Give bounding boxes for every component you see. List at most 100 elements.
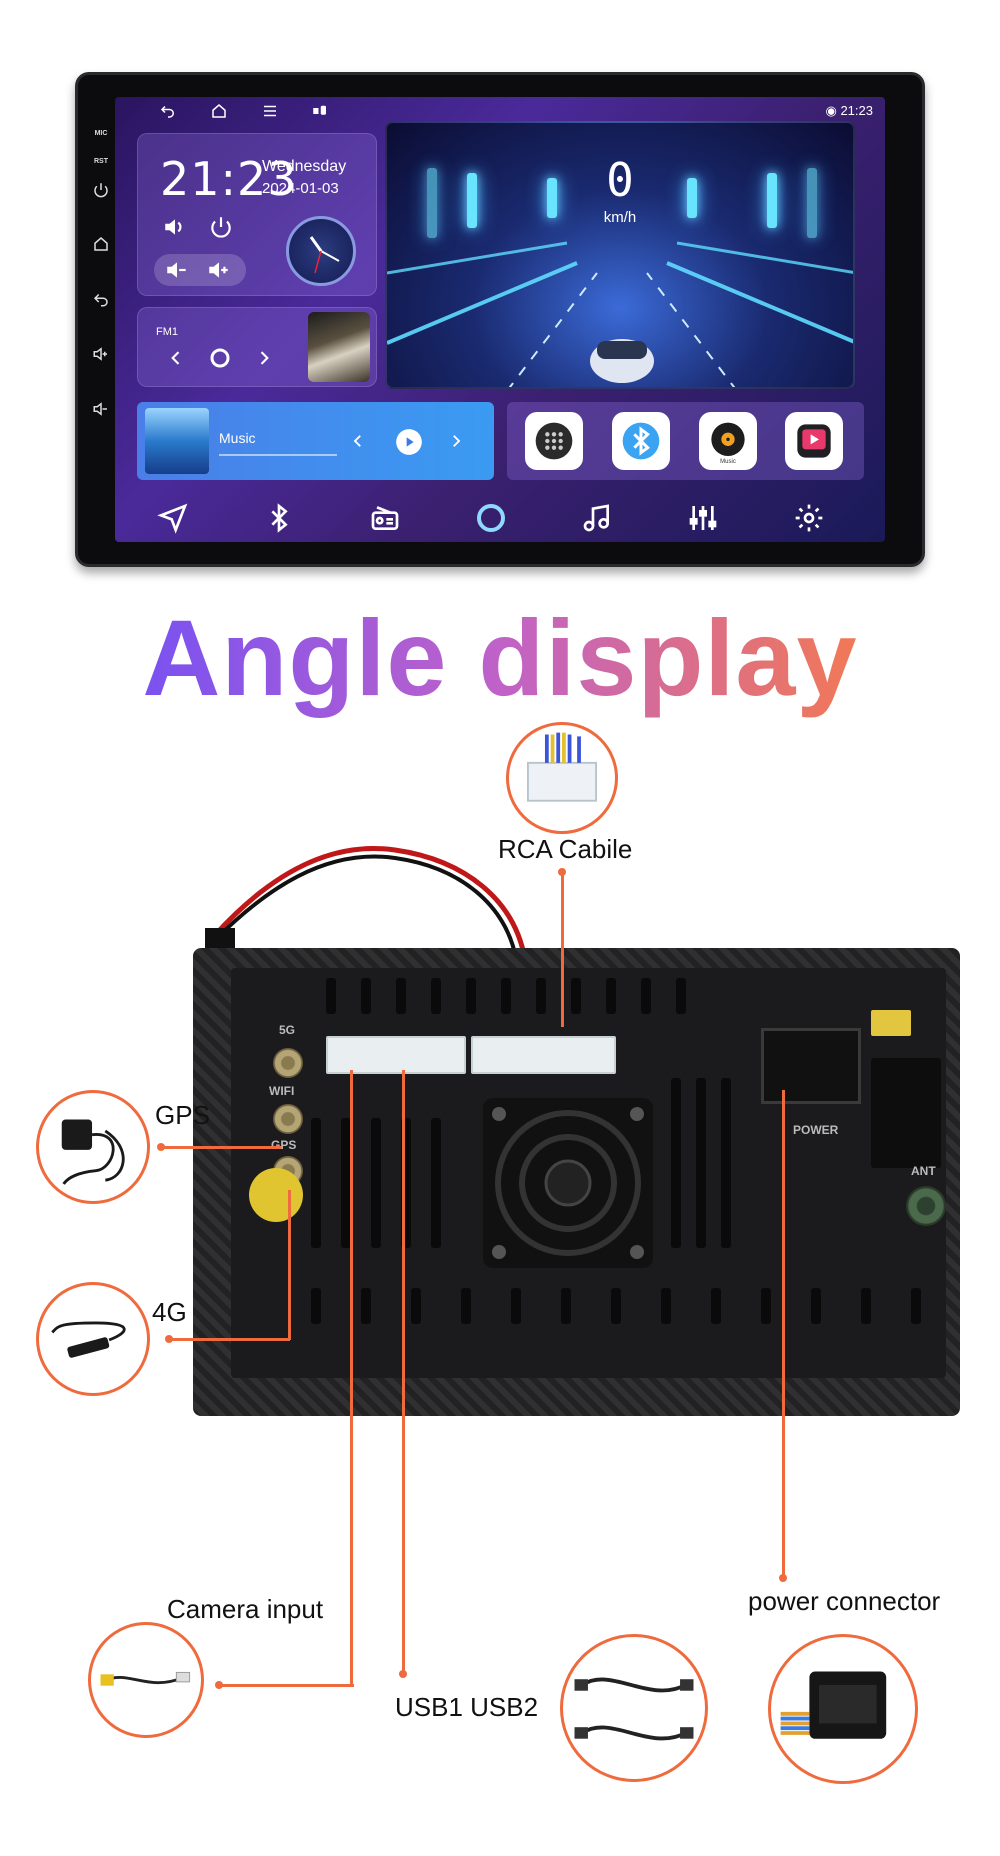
radio-icon[interactable] [369, 502, 401, 534]
vent-slot [611, 1288, 621, 1324]
camera-input-label: Camera input [167, 1594, 324, 1624]
gps-antenna-icon [61, 1119, 125, 1185]
rca-plug-icon [526, 732, 598, 802]
gps-port-label: GPS [271, 1138, 297, 1152]
play-icon[interactable] [395, 428, 423, 456]
gps-leader-line [160, 1146, 281, 1149]
power-port [761, 1028, 861, 1104]
vent-slot [811, 1288, 821, 1324]
home-icon[interactable] [210, 102, 228, 120]
home-icon [94, 237, 108, 251]
vent-slot [311, 1118, 321, 1248]
4g-leader-dot [165, 1335, 173, 1343]
mic-label: MIC [94, 130, 108, 137]
back-side-button[interactable] [86, 290, 116, 310]
5g-port-label: 5G [279, 1023, 296, 1037]
usb-label: USB1 USB2 [395, 1692, 539, 1722]
tunnel-light [807, 168, 817, 238]
car-icon [590, 339, 654, 383]
home-circle-icon[interactable] [475, 502, 507, 534]
rca-cable-label: RCA Cabile [498, 834, 633, 864]
usb-cable-icon [574, 1677, 694, 1741]
volume-pill [154, 254, 246, 286]
vent-slot [411, 1288, 421, 1324]
video-app[interactable] [785, 412, 843, 470]
back-icon[interactable] [159, 102, 177, 120]
speaker-icon[interactable] [162, 214, 188, 240]
vent-slot [561, 1288, 571, 1324]
status-bar: ◉ 21:23 [115, 97, 885, 125]
wifi-port-label: WIFI [269, 1084, 295, 1098]
gps-leader-dot [157, 1143, 165, 1151]
quality-sticker [249, 1168, 303, 1222]
head-unit: MIC RST ◉ 21:23 21:23 Wednesday 2024-01-… [75, 72, 925, 567]
vent-slot [761, 1288, 771, 1324]
vent-slot [466, 978, 476, 1014]
power-icon[interactable] [208, 214, 234, 240]
volume-up-side-button[interactable] [86, 345, 116, 365]
navigation-icon[interactable] [157, 502, 189, 534]
chevron-right-icon[interactable] [447, 432, 465, 450]
vent-slot [361, 978, 371, 1014]
heatsink [871, 1058, 941, 1168]
power-side-button[interactable] [86, 181, 116, 201]
album-art [145, 408, 209, 474]
rca-cable-callout [506, 722, 618, 834]
volume-down-side-button[interactable] [86, 400, 116, 420]
camera-leader-dot [215, 1681, 223, 1689]
4g-label: 4G [152, 1297, 187, 1327]
settings-icon[interactable] [793, 502, 825, 534]
usb-leader-line [402, 1070, 405, 1675]
chevron-left-icon[interactable] [166, 348, 186, 368]
chevron-right-icon[interactable] [254, 348, 274, 368]
screen: ◉ 21:23 21:23 Wednesday 2024-01-03 [115, 97, 885, 542]
vent-slot [361, 1288, 371, 1324]
rst-label: RST [94, 158, 108, 165]
power-leader-dot [779, 1574, 787, 1582]
menu-icon[interactable] [261, 102, 279, 120]
music-widget[interactable]: Music [137, 402, 494, 480]
vent-slot [661, 1288, 671, 1324]
radio-widget[interactable]: FM1 [137, 307, 377, 387]
music-note-icon[interactable] [581, 502, 613, 534]
5g-antenna-port [273, 1048, 303, 1078]
phone-app[interactable] [525, 412, 583, 470]
bluetooth-icon [622, 422, 660, 460]
bluetooth-app[interactable] [612, 412, 670, 470]
speedometer-widget[interactable]: 0 km/h [385, 121, 855, 389]
vent-slot [721, 1078, 731, 1248]
vent-slot [511, 1288, 521, 1324]
volume-down-icon[interactable] [164, 257, 190, 283]
camera-cable-icon [100, 1671, 191, 1686]
chevron-left-icon[interactable] [349, 432, 367, 450]
time-widget[interactable]: 21:23 Wednesday 2024-01-03 [137, 133, 377, 296]
vent-slot [326, 978, 336, 1014]
video-icon [797, 424, 831, 458]
home-side-button[interactable] [86, 235, 116, 255]
analog-clock [286, 216, 356, 286]
bluetooth-icon[interactable] [263, 502, 295, 534]
vent-slot [401, 1118, 411, 1248]
volume-up-icon [93, 347, 107, 361]
equalizer-icon[interactable] [687, 502, 719, 534]
tunnel-light [467, 173, 477, 228]
music-app[interactable]: Music [699, 412, 757, 470]
tunnel-light [547, 178, 557, 218]
music-progress[interactable] [219, 454, 337, 456]
power-harness-icon [780, 1671, 887, 1739]
vent-slot [431, 1118, 441, 1248]
tunnel-light [767, 173, 777, 228]
radio-antenna-port [906, 1186, 946, 1226]
power-port-label: POWER [793, 1123, 839, 1137]
dialpad-icon [535, 422, 573, 460]
4g-antenna-icon [51, 1321, 126, 1358]
radio-artwork [308, 312, 370, 382]
tunnel-light [427, 168, 437, 238]
play-circle-icon[interactable] [208, 346, 232, 370]
volume-up-icon[interactable] [206, 257, 232, 283]
volume-down-icon [93, 402, 107, 416]
power-connector-label: power connector [748, 1586, 941, 1616]
power-icon [94, 183, 108, 198]
back-panel: 5G WIFI GPS 4G POWER ANT [193, 948, 960, 1416]
4g-leader-line [168, 1338, 290, 1341]
